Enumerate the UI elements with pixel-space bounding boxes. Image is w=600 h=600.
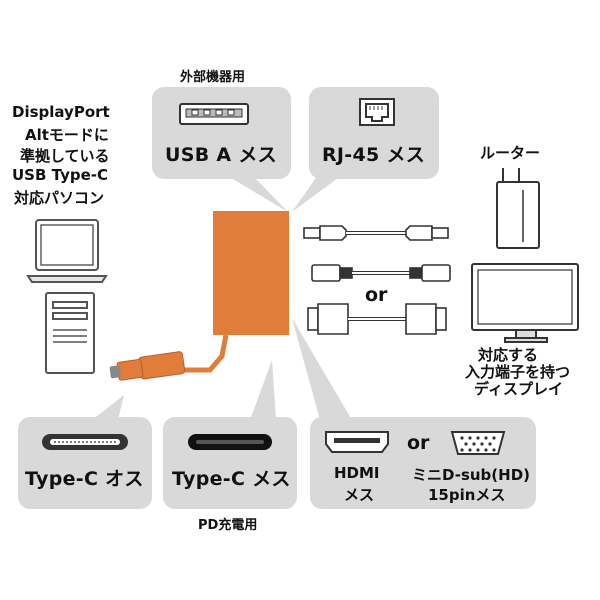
typec-female-bubble bbox=[163, 417, 297, 509]
lan-cable-icon bbox=[303, 225, 449, 241]
dsub-label-line-1: ミニD-sub(HD) bbox=[412, 466, 531, 484]
adapter-body bbox=[213, 211, 289, 335]
top-caption: 外部機器用 bbox=[180, 70, 246, 85]
monitor-icon bbox=[471, 263, 579, 343]
hdmi-port-icon bbox=[325, 431, 389, 453]
or-bottom: or bbox=[407, 432, 430, 454]
typec-female-bubble-tail bbox=[250, 360, 276, 420]
usb-a-label: USB A メス bbox=[165, 144, 277, 166]
typec-male-bubble bbox=[18, 417, 152, 509]
desktop-tower-icon bbox=[45, 292, 95, 374]
left-text-line-2: Altモードに bbox=[25, 126, 109, 144]
hdmi-cable-icon bbox=[311, 264, 451, 282]
rj45-bubble-tail bbox=[292, 175, 342, 212]
typec-female-label: Type-C メス bbox=[172, 468, 291, 490]
typec-male-port-icon bbox=[42, 434, 128, 450]
usb-a-bubble-tail bbox=[226, 175, 288, 212]
display-text-line-2: 入力端子を持つ bbox=[465, 363, 571, 381]
hdmi-label-line-2: メス bbox=[344, 486, 375, 504]
left-text-line-5: 対応パソコン bbox=[14, 189, 105, 207]
rj45-jack-icon bbox=[359, 98, 395, 126]
dsub-port-icon bbox=[450, 431, 506, 455]
usb-a-bubble bbox=[152, 87, 291, 179]
dsub-label-line-2: 15pinメス bbox=[428, 486, 506, 504]
typec-female-port-icon bbox=[188, 434, 272, 450]
vga-cable-icon bbox=[307, 303, 447, 335]
display-bubble-tail bbox=[292, 318, 352, 420]
usb-a-jack-icon bbox=[179, 103, 249, 125]
or-middle: or bbox=[365, 284, 388, 306]
left-text-line-1: DisplayPort bbox=[12, 103, 110, 121]
typec-plug bbox=[109, 351, 186, 381]
router-icon bbox=[496, 168, 540, 249]
left-text-line-4: USB Type-C bbox=[12, 166, 109, 184]
display-text-line-1: 対応する bbox=[478, 346, 539, 364]
typec-male-label: Type-C オス bbox=[25, 468, 144, 490]
laptop-icon bbox=[26, 219, 108, 283]
rj45-label: RJ-45 メス bbox=[322, 144, 426, 166]
left-text-line-3: 準拠している bbox=[20, 147, 110, 165]
typec-male-bubble-tail bbox=[92, 395, 124, 420]
router-label: ルーター bbox=[480, 144, 541, 162]
adapter-cable bbox=[178, 334, 229, 373]
hdmi-label-line-1: HDMI bbox=[334, 464, 380, 482]
display-text-line-3: ディスプレイ bbox=[474, 380, 563, 398]
pd-caption: PD充電用 bbox=[198, 518, 258, 533]
